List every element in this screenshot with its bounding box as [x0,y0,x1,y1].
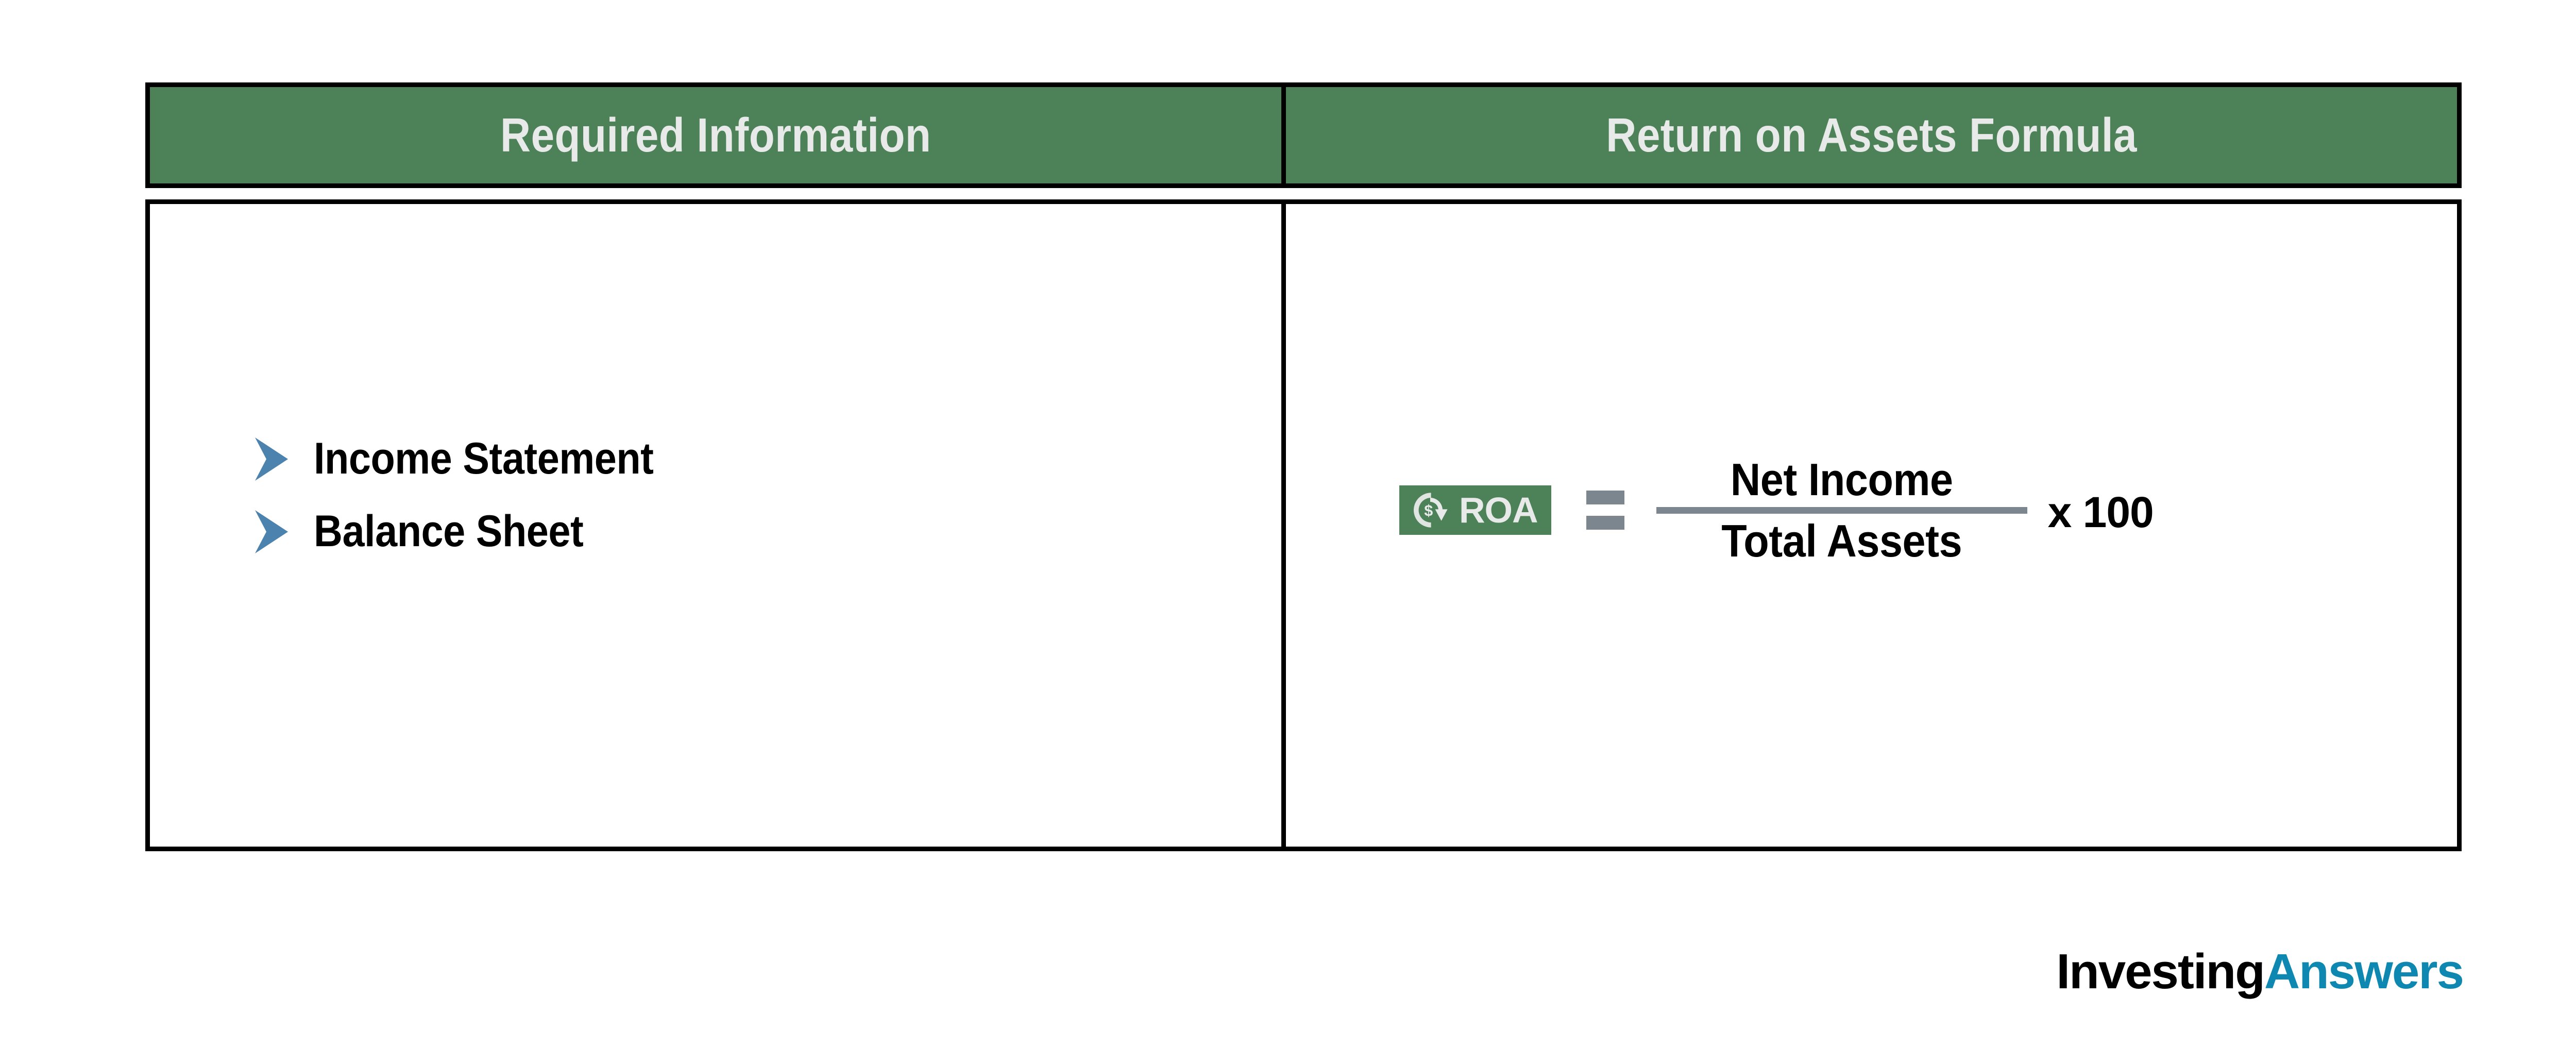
table-header-row: Required Information Return on Assets Fo… [145,82,2462,188]
investing-answers-logo: InvestingAnswers [2056,944,2464,999]
fraction-bar [1656,507,2027,514]
column-header-label: Required Information [500,108,931,162]
dollar-circular-arrow-icon: $ [1414,493,1448,528]
svg-text:$: $ [1424,502,1433,519]
roa-formula-table: Required Information Return on Assets Fo… [145,82,2462,851]
list-item-label: Balance Sheet [314,507,584,556]
roa-formula: $ ROA Net Income Total Assets x 100 [1399,457,2154,564]
fraction-denominator: Total Assets [1721,515,1962,566]
fraction-numerator: Net Income [1730,454,1953,505]
table-body-row: Income Statement Balance Sheet [145,199,2462,851]
table-header-cell-required-information: Required Information [150,87,1286,183]
column-header-label: Return on Assets Formula [1606,108,2137,162]
table-body-cell-required-information: Income Statement Balance Sheet [150,204,1286,847]
required-information-list: Income Statement Balance Sheet [253,433,691,557]
table-row-gap [145,188,2462,199]
logo-word-answers: Answers [2264,944,2464,999]
roa-badge: $ ROA [1399,485,1551,535]
list-item: Balance Sheet [253,506,691,557]
equals-sign-icon [1586,491,1624,530]
formula-multiplier: x 100 [2047,487,2154,536]
logo-word-investing: Investing [2056,944,2265,999]
roa-badge-label: ROA [1459,490,1538,531]
chevron-right-icon [255,437,288,481]
equals-bar-top [1586,491,1624,505]
list-item-label: Income Statement [314,434,654,483]
table-header-cell-return-on-assets-formula: Return on Assets Formula [1286,87,2457,183]
table-body-cell-formula: $ ROA Net Income Total Assets x 100 [1286,204,2457,847]
list-item: Income Statement [253,433,691,484]
equals-bar-bottom [1586,516,1624,530]
chevron-right-icon [255,510,288,553]
formula-fraction: Net Income Total Assets [1656,457,2027,564]
